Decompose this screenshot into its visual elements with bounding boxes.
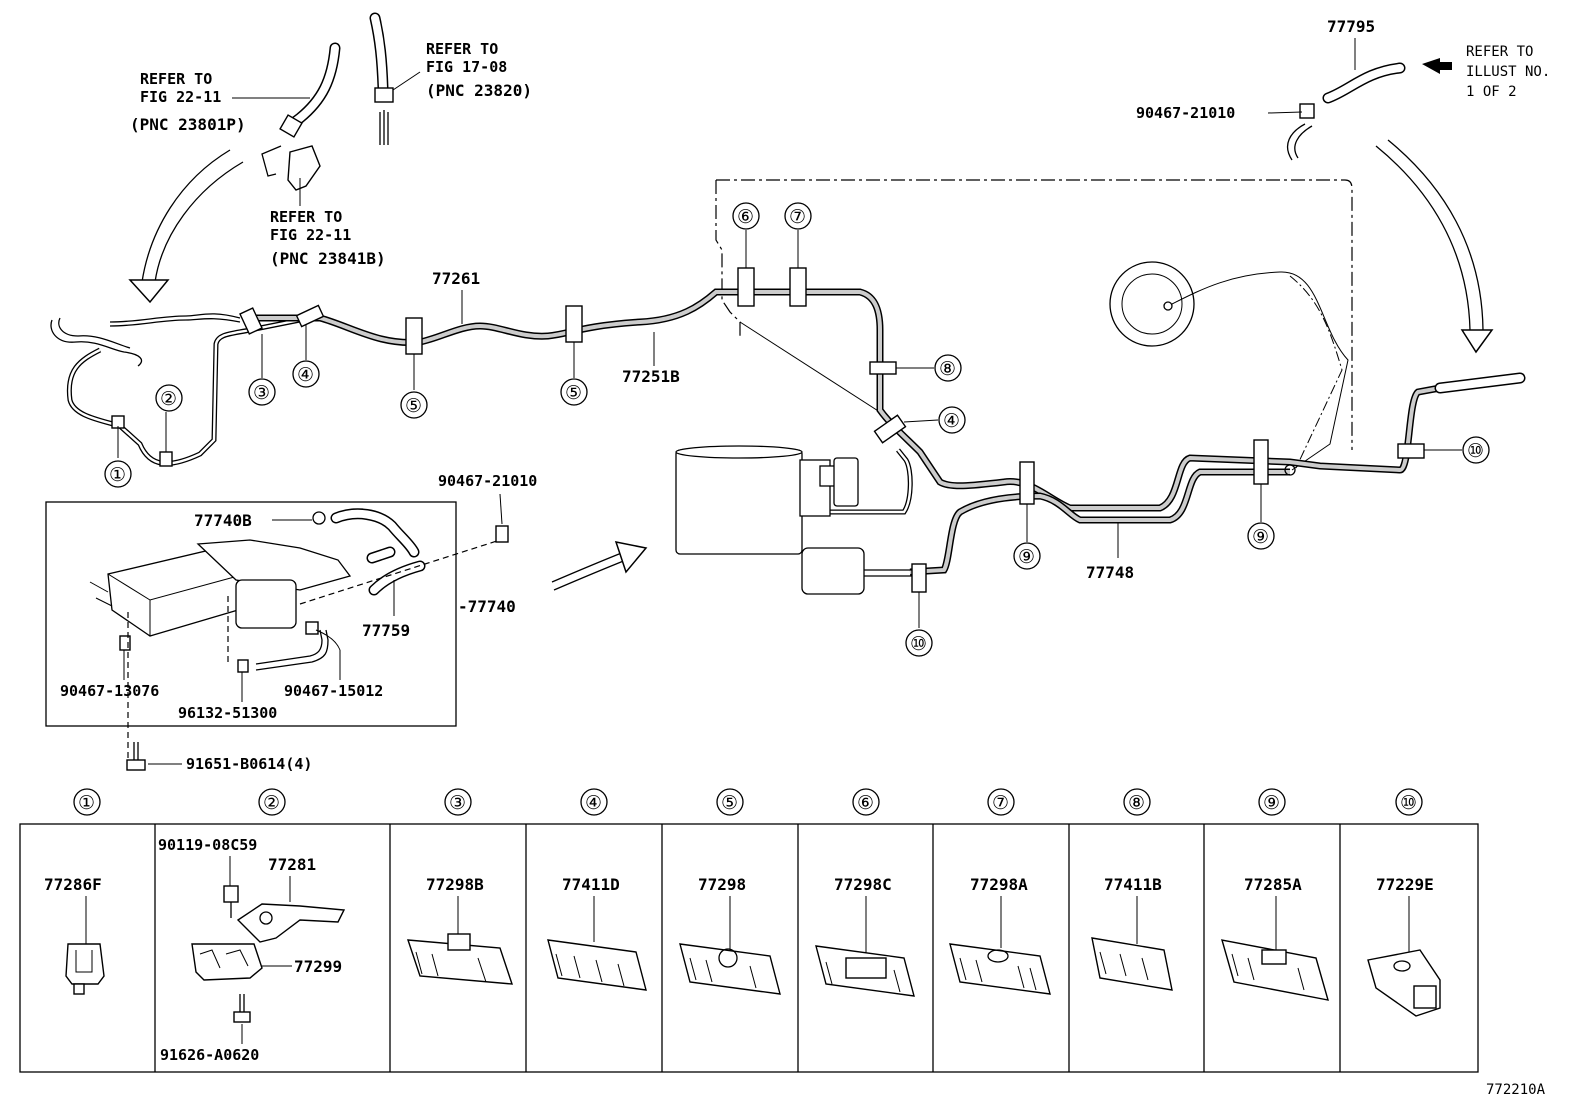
table-header-2: ② (263, 792, 280, 814)
cell-1-label: 77286F (44, 875, 102, 894)
table-header-3: ③ (449, 792, 466, 814)
table-header-5: ⑤ (721, 792, 738, 814)
cell-2-sub2: 77299 (294, 957, 342, 976)
pipe-main (50, 288, 1526, 576)
part-90467-21010-mid: 90467-21010 (438, 472, 537, 490)
cell-7-label: 77298A (970, 875, 1028, 894)
part-90467-21010-top: 90467-21010 (1136, 104, 1235, 122)
cell-2-label: 77281 (268, 855, 316, 874)
ref-right-line2: ILLUST NO. (1466, 64, 1550, 80)
part-77759: 77759 (362, 621, 410, 640)
callout-10b: ⑩ (910, 633, 927, 655)
ref-hose-left (261, 42, 341, 206)
callout-8: ⑧ (939, 358, 956, 380)
table-header-7: ⑦ (992, 792, 1009, 814)
part-77251B: 77251B (622, 367, 680, 386)
callout-7: ⑦ (789, 206, 806, 228)
ref-left-line1: REFER TO (140, 70, 212, 88)
arrow-right-icon (1422, 58, 1452, 74)
callout-9a: ⑨ (1018, 546, 1035, 568)
cell-3-label: 77298B (426, 875, 484, 894)
callout-1: ① (109, 464, 126, 486)
callout-10a: ⑩ (1467, 440, 1484, 462)
callout-4: ④ (297, 364, 314, 386)
cell-10-label: 77229E (1376, 875, 1434, 894)
cell-2-sub3: 91626-A0620 (160, 1046, 259, 1064)
canister-installed (675, 445, 912, 595)
callout-3: ③ (253, 382, 270, 404)
ref-left-line3: (PNC 23801P) (130, 115, 246, 134)
table-header-10: ⑩ (1400, 792, 1417, 814)
bolt-91651 (126, 742, 146, 771)
table-header-6: ⑥ (857, 792, 874, 814)
cell-8-label: 77411B (1104, 875, 1162, 894)
ref-left-line2: FIG 22-11 (140, 88, 221, 106)
ref-mid-line3: (PNC 23820) (426, 81, 532, 100)
cell-2-sub1: 90119-08C59 (158, 836, 257, 854)
cell-6-label: 77298C (834, 875, 892, 894)
arrow-to-canister (551, 541, 648, 591)
parts-table: ① ② ③ ④ ⑤ ⑥ ⑦ ⑧ ⑨ ⑩ 77286F 90119-08C59 7… (19, 788, 1479, 1073)
callouts: ① ② ③ ④ ⑤ ⑤ ⑥ ⑦ ⑧ ④ ⑨ ⑨ ⑩ ⑩ (104, 202, 1490, 657)
ref-mid-line1: REFER TO (426, 40, 498, 58)
callout-9b: ⑨ (1252, 526, 1269, 548)
callout-2: ② (160, 388, 177, 410)
cell-9-label: 77285A (1244, 875, 1302, 894)
cell-5-label: 77298 (698, 875, 746, 894)
ref-right-line3: 1 OF 2 (1466, 84, 1517, 100)
callout-5a: ⑤ (405, 395, 422, 417)
hose-77795 (1287, 62, 1406, 161)
ref-hose-mid (369, 12, 421, 145)
part-91651-B0614: 91651-B0614(4) (186, 755, 312, 773)
curved-arrow-left (128, 149, 244, 304)
ref-right-line1: REFER TO (1466, 44, 1533, 60)
part-77740: -77740 (458, 597, 516, 616)
callout-6: ⑥ (737, 206, 754, 228)
table-header-1: ① (78, 792, 95, 814)
part-77740B: 77740B (194, 511, 252, 530)
cell-4-label: 77411D (562, 875, 620, 894)
part-90467-15012: 90467-15012 (284, 682, 383, 700)
ref-low-line2: FIG 22-11 (270, 226, 351, 244)
table-header-9: ⑨ (1263, 792, 1280, 814)
ref-mid-line2: FIG 17-08 (426, 58, 507, 76)
table-header-8: ⑧ (1128, 792, 1145, 814)
ref-low-line1: REFER TO (270, 208, 342, 226)
part-77795: 77795 (1327, 17, 1375, 36)
callout-leaders (117, 230, 1462, 628)
canister-assy-drawing (89, 508, 509, 673)
figure-id: 772210A (1486, 1082, 1546, 1098)
part-77261: 77261 (432, 269, 480, 288)
part-77748: 77748 (1086, 563, 1134, 582)
ref-low-line3: (PNC 23841B) (270, 249, 386, 268)
callout-4b: ④ (943, 410, 960, 432)
part-90467-13076: 90467-13076 (60, 682, 159, 700)
callout-5b: ⑤ (565, 382, 582, 404)
curved-arrow-right (1375, 139, 1494, 354)
part-96132-51300: 96132-51300 (178, 704, 277, 722)
table-header-4: ④ (585, 792, 602, 814)
